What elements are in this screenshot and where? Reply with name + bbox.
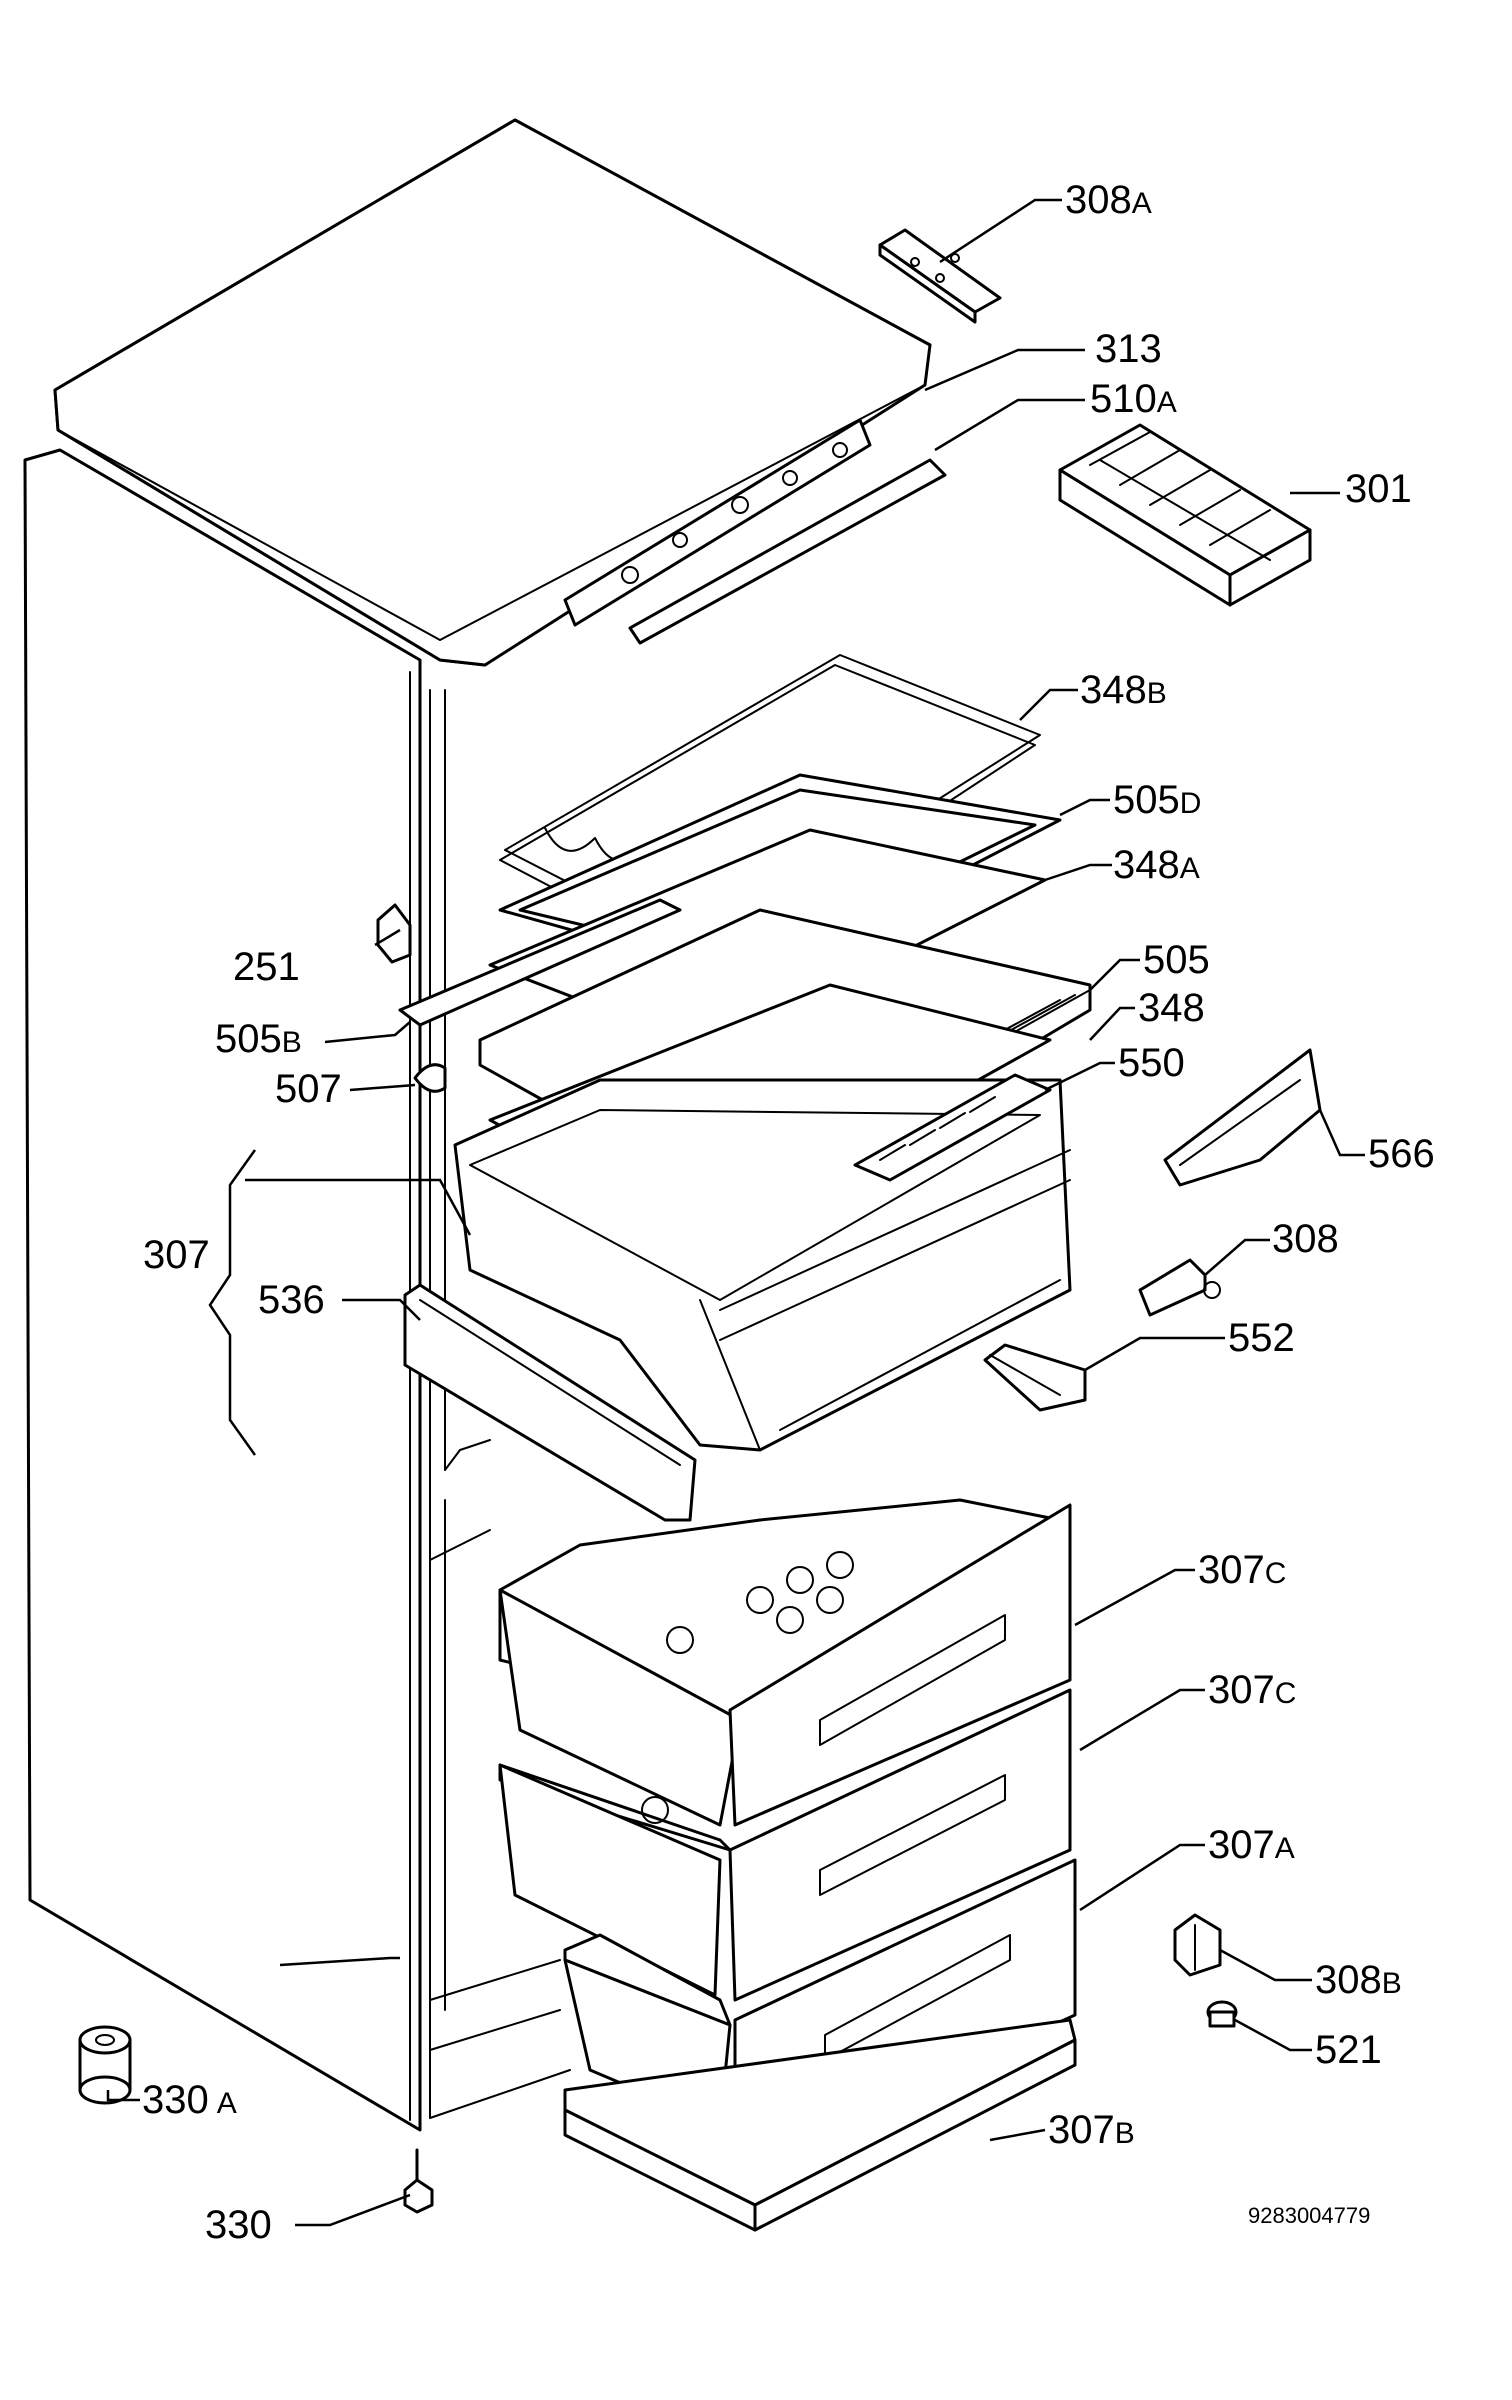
label-308: 308 — [1272, 1217, 1339, 1261]
cabinet-body — [23, 448, 571, 2132]
label-307a: 307A — [1208, 1823, 1295, 1867]
label-510a: 510A — [1090, 377, 1177, 421]
top-cover — [53, 118, 947, 667]
label-505: 505 — [1143, 938, 1210, 982]
drawer-307c-middle — [498, 1688, 1072, 2002]
label-348a: 348A — [1113, 843, 1200, 887]
label-550: 550 — [1118, 1041, 1185, 1085]
foot-330a — [78, 2025, 132, 2105]
document-number: 9283004779 — [1248, 2203, 1370, 2228]
flap-536 — [403, 1283, 697, 1522]
label-505d: 505D — [1113, 778, 1201, 822]
screw-foot-330 — [403, 2148, 434, 2214]
label-307b: 307B — [1048, 2108, 1135, 2152]
label-505b: 505B — [215, 1017, 302, 1061]
shelf-support-505b — [398, 898, 682, 1027]
rail-552 — [983, 1343, 1087, 1412]
top-hinge-plate — [878, 228, 1002, 324]
drawer-307c-upper — [498, 1498, 1072, 1827]
leader-lines — [106, 198, 1365, 2227]
label-521: 521 — [1315, 2028, 1382, 2072]
cap-521 — [1206, 2000, 1238, 2028]
label-307c-1: 307C — [1198, 1548, 1286, 1592]
clip-507 — [413, 1063, 447, 1093]
label-348: 348 — [1138, 986, 1205, 1030]
label-308b: 308B — [1315, 1958, 1402, 2002]
label-313: 313 — [1095, 327, 1162, 371]
label-348b: 348B — [1080, 668, 1167, 712]
label-566: 566 — [1368, 1132, 1435, 1176]
label-251: 251 — [233, 945, 300, 989]
label-552: 552 — [1228, 1316, 1295, 1360]
base-tray-307b — [563, 2018, 1077, 2232]
label-330: 330 — [205, 2203, 272, 2247]
vent-grille-550 — [853, 1073, 1052, 1182]
label-536: 536 — [258, 1278, 325, 1322]
label-307c-2: 307C — [1208, 1668, 1296, 1712]
label-507: 507 — [275, 1067, 342, 1111]
freezer-compartment-307 — [453, 1078, 1072, 1452]
hinge-308 — [1138, 1258, 1221, 1317]
label-301: 301 — [1345, 467, 1412, 511]
part-labels: 308A 313 510A 301 348B 505D 348A 251 505… — [142, 178, 1435, 2247]
ice-scraper-566 — [1163, 1048, 1322, 1187]
ice-cube-tray — [1058, 423, 1312, 607]
hinge-308b — [1173, 1913, 1222, 1977]
label-307: 307 — [143, 1233, 210, 1277]
label-308a: 308A — [1065, 178, 1152, 222]
